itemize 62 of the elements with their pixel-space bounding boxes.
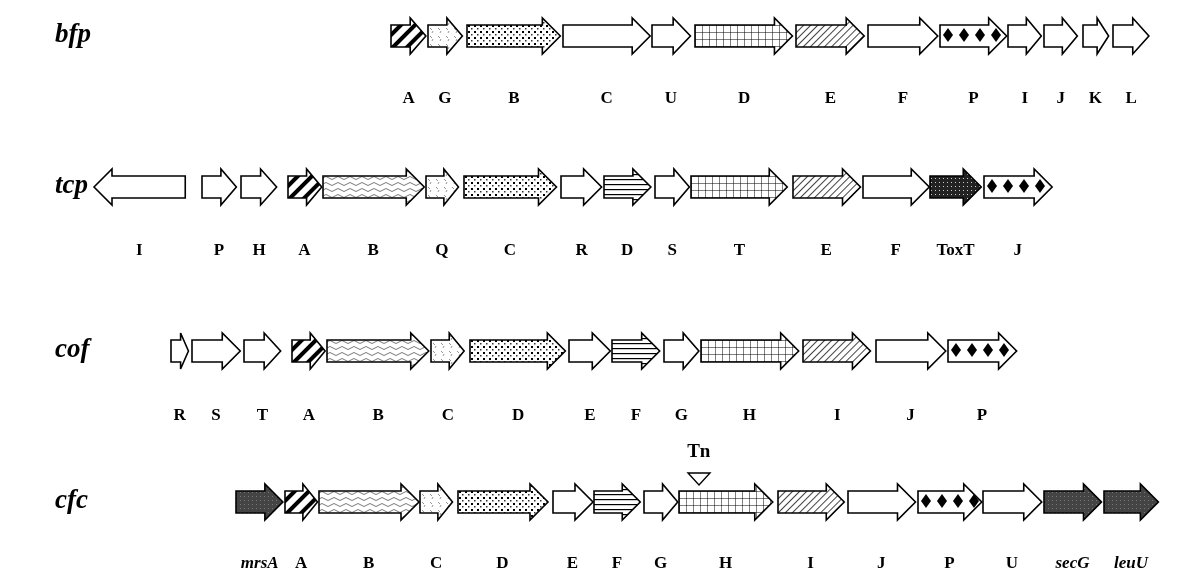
gene-label: C [503,240,517,260]
gene-label: H [742,405,756,425]
gene-label: R [575,240,588,260]
gene-label: K [1088,88,1102,108]
gene-label: S [667,240,677,260]
gene-label: G [674,405,688,425]
cluster-name: bfp [55,18,91,49]
gene-label: I [136,240,143,260]
gene-label: B [372,405,384,425]
gene-label: D [621,240,634,260]
gene-label: J [1013,240,1023,260]
gene-label: P [944,553,955,573]
gene-label: P [213,240,225,260]
gene-label: H [719,553,733,573]
gene-label: D [496,553,509,573]
gene-label: P [968,88,979,108]
gene-label: J [877,553,886,573]
gene-label: E [820,240,832,260]
gene-label: G [654,553,668,573]
gene-label: A [298,240,311,260]
gene-label: F [611,553,623,573]
gene-label: E [584,405,596,425]
gene-label: E [824,88,837,108]
gene-label: A [402,88,415,108]
gene-label: C [600,88,613,108]
gene-label: F [897,88,909,108]
cluster-name: tcp [55,169,88,200]
gene-label: F [890,240,901,260]
gene-label: T [256,405,269,425]
gene-label: U [1005,553,1018,573]
gene-label: I [1021,88,1029,108]
gene-label: E [566,553,579,573]
gene-label: R [173,405,186,425]
gene-label: T [733,240,746,260]
gene-label: G [438,88,452,108]
gene-label: leuU [1113,553,1148,573]
gene-label: Q [435,240,449,260]
gene-label: L [1125,88,1137,108]
gene-label: D [511,405,525,425]
gene-label: ToxT [936,240,975,260]
gene-label: mrsA [240,553,279,573]
gene-label: P [976,405,988,425]
gene-label: S [211,405,221,425]
gene-label: H [252,240,266,260]
gene-label: A [302,405,316,425]
gene-label: I [807,553,814,573]
insertion-label: Tn [687,440,711,462]
cluster-name: cfc [55,484,88,515]
gene-label: I [833,405,841,425]
gene-label: J [1056,88,1065,108]
gene-label: C [430,553,443,573]
cluster-name: cof [55,333,90,364]
gene-label: secG [1055,553,1090,573]
gene-label: F [630,405,642,425]
gene-label: B [367,240,379,260]
gene-label: B [508,88,520,108]
gene-label: C [441,405,455,425]
gene-label: D [737,88,751,108]
gene-label: J [906,405,915,425]
gene-label: A [295,553,308,573]
gene-label: B [363,553,375,573]
gene-label: U [664,88,678,108]
